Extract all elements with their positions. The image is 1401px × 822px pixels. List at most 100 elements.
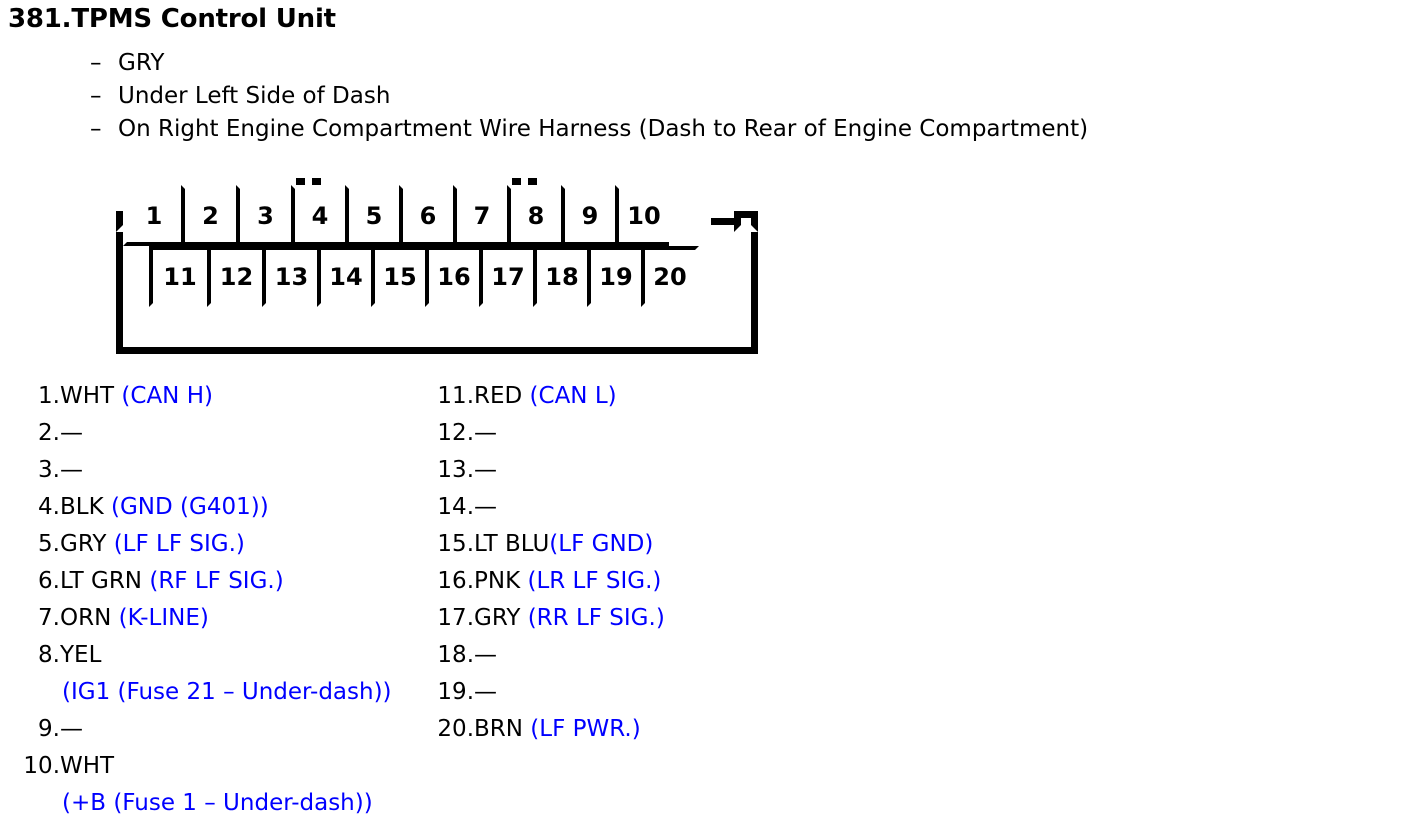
- pin-wire-color: WHT: [60, 753, 115, 779]
- pin-cell-1: 1: [123, 185, 185, 246]
- pin-entry-6: 6. LT GRN (RF LF SIG.): [14, 563, 444, 600]
- pin-wire-color: BRN: [474, 716, 523, 742]
- pin-number: 2.: [38, 420, 60, 446]
- pin-entry-8: 8. YEL (IG1 (Fuse 21 – Under-dash)): [14, 637, 444, 711]
- pin-number: 13.: [437, 457, 474, 483]
- list-item: – Under Left Side of Dash: [90, 83, 1390, 116]
- pin-wire-color: —: [474, 420, 497, 446]
- pin-number: 9.: [38, 716, 60, 742]
- pin-entry-16: 16. PNK (LR LF SIG.): [428, 563, 888, 600]
- pin-cell-7: 7: [453, 185, 511, 246]
- pin-entry-19: 19. —: [428, 674, 888, 711]
- pin-entry-11: 11. RED (CAN L): [428, 378, 888, 415]
- pin-wire-color: —: [60, 457, 83, 483]
- pin-entry-7: 7. ORN (K-LINE): [14, 600, 444, 637]
- pin-entry-14: 14. —: [428, 489, 888, 526]
- pin-cell-2: 2: [181, 185, 240, 246]
- list-item: – On Right Engine Compartment Wire Harne…: [90, 116, 1390, 149]
- pin-wire-color: —: [474, 679, 497, 705]
- list-item-label: On Right Engine Compartment Wire Harness…: [118, 116, 1089, 142]
- connector-row-bottom: 11 12 13 14 15 16 17 18 19 20: [123, 246, 699, 307]
- pin-cell-top-blank: [669, 185, 711, 246]
- dash-icon: –: [90, 83, 102, 109]
- pin-wire-color: GRY: [474, 605, 521, 631]
- pin-cell-3: 3: [236, 185, 295, 246]
- pin-wire-color: —: [474, 457, 497, 483]
- pin-cell-20: 20: [641, 246, 699, 307]
- pin-function: (LF LF SIG.): [106, 531, 245, 557]
- pin-function: (CAN L): [522, 383, 617, 409]
- pin-number: 4.: [38, 494, 60, 520]
- pin-entry-9: 9. —: [14, 711, 444, 748]
- pin-wire-color: —: [474, 494, 497, 520]
- pin-cell-4: 4: [291, 185, 349, 246]
- pin-list-left: 1. WHT (CAN H) 2. — 3. — 4. BLK (GND (G4…: [14, 378, 444, 822]
- pin-number: 14.: [437, 494, 474, 520]
- attribute-bullet-list: – GRY – Under Left Side of Dash – On Rig…: [90, 50, 1390, 149]
- pin-number: 8.: [38, 642, 60, 668]
- pin-function-continued: (+B (Fuse 1 – Under-dash)): [62, 790, 373, 816]
- pin-entry-17: 17. GRY (RR LF SIG.): [428, 600, 888, 637]
- pin-number: 12.: [437, 420, 474, 446]
- pin-cell-9: 9: [561, 185, 619, 246]
- list-item: – GRY: [90, 50, 1390, 83]
- pin-entry-3: 3. —: [14, 452, 444, 489]
- pin-wire-color: BLK: [60, 494, 104, 520]
- pin-cell-14: 14: [317, 246, 375, 307]
- pin-cell-19: 19: [587, 246, 645, 307]
- connector-row-top: 1 2 3 4 5 6 7 8 9 10: [123, 185, 711, 246]
- pin-number: 16.: [437, 568, 474, 594]
- pin-cell-16: 16: [425, 246, 483, 307]
- pin-function: (LR LF SIG.): [520, 568, 662, 594]
- page-title: 381.TPMS Control Unit: [8, 4, 336, 34]
- pin-cell-5: 5: [345, 185, 403, 246]
- pin-function: (CAN H): [114, 383, 213, 409]
- pin-wire-color: RED: [474, 383, 523, 409]
- pin-entry-12: 12. —: [428, 415, 888, 452]
- corner-notch-right: [734, 211, 758, 232]
- pin-wire-color: PNK: [474, 568, 521, 594]
- pin-number: 20.: [437, 716, 474, 742]
- pin-number: 15.: [437, 531, 474, 557]
- pin-wire-color: YEL: [60, 642, 102, 668]
- pin-entry-2: 2. —: [14, 415, 444, 452]
- dash-icon: –: [90, 50, 102, 76]
- pin-number: 10.: [23, 753, 60, 779]
- pin-number: 5.: [38, 531, 60, 557]
- pin-function: (RR LF SIG.): [520, 605, 665, 631]
- pin-function: (RF LF SIG.): [142, 568, 284, 594]
- pin-wire-color: LT GRN: [60, 568, 143, 594]
- list-item-label: GRY: [118, 50, 165, 76]
- pin-cell-13: 13: [262, 246, 321, 307]
- pin-number: 18.: [437, 642, 474, 668]
- pin-entry-1: 1. WHT (CAN H): [14, 378, 444, 415]
- pin-entry-4: 4. BLK (GND (G401)): [14, 489, 444, 526]
- list-item-label: Under Left Side of Dash: [118, 83, 391, 109]
- pin-entry-20: 20. BRN (LF PWR.): [428, 711, 888, 748]
- pin-number: 3.: [38, 457, 60, 483]
- pin-cell-10: 10: [615, 185, 673, 246]
- pin-wire-color: WHT: [60, 383, 115, 409]
- pin-number: 1.: [38, 383, 60, 409]
- pin-wire-color: —: [60, 420, 83, 446]
- pin-entry-18: 18. —: [428, 637, 888, 674]
- pin-number: 11.: [437, 383, 474, 409]
- pin-cell-bottom-blank: [123, 246, 153, 307]
- pin-cell-18: 18: [533, 246, 591, 307]
- pin-cell-15: 15: [371, 246, 429, 307]
- pin-entry-5: 5. GRY (LF LF SIG.): [14, 526, 444, 563]
- pin-wire-color: —: [474, 642, 497, 668]
- pin-wire-color: GRY: [60, 531, 107, 557]
- pin-number: 6.: [38, 568, 60, 594]
- dash-icon: –: [90, 116, 102, 142]
- pin-function-continued: (IG1 (Fuse 21 – Under-dash)): [62, 679, 392, 705]
- pin-function: (LF GND): [549, 531, 654, 557]
- pin-cell-11: 11: [149, 246, 211, 307]
- pin-number: 17.: [437, 605, 474, 631]
- pin-cell-17: 17: [479, 246, 537, 307]
- pin-entry-15: 15. LT BLU (LF GND): [428, 526, 888, 563]
- pin-function: (K-LINE): [111, 605, 209, 631]
- pin-wire-color: —: [60, 716, 83, 742]
- pin-cell-8: 8: [507, 185, 565, 246]
- pin-number: 7.: [38, 605, 60, 631]
